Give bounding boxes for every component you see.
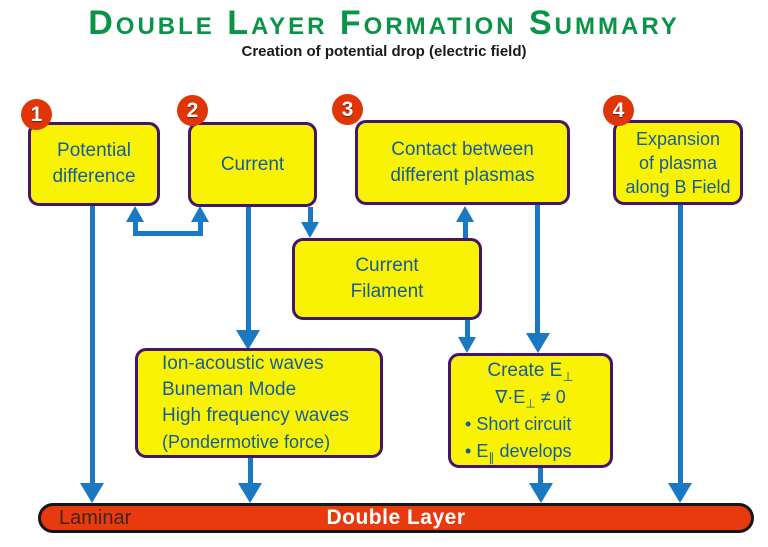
box-current-filament: Current Filament [292,238,482,320]
box-line: High frequency waves [162,405,349,426]
efield-bullet-short-circuit: • Short circuit [451,411,610,438]
arrow-line-exchange-horizontal [133,231,203,236]
step-badge-4: 4 [603,95,634,126]
arrow-line-waves-to-bar [248,458,253,485]
arrow-line-filament-to-efield [465,320,470,337]
arrowhead-current-to-filament [301,222,319,238]
box-line: Expansion [635,128,721,149]
box-current: Current [188,122,317,207]
box-line: Buneman Mode [162,379,297,400]
box-waves: Ion-acoustic waves Buneman Mode High fre… [135,348,383,458]
efield-eq-text: ∇·E [495,386,526,407]
arrowhead-current-to-waves [236,330,260,350]
box-line: different plasmas [390,164,535,186]
efield-title-text: Create E [487,359,563,381]
arrowhead-exchange-into-potential [126,206,144,222]
arrow-line-efield-to-bar [538,468,543,485]
box-create-efield: Create E⊥ ∇·E⊥ ≠ 0 • Short circuit • E∥ … [448,353,613,468]
parallel-subscript: ∥ [488,450,495,465]
box-expansion-plasma: Expansion of plasma along B Field [613,120,743,205]
box-potential-difference: Potential difference [28,122,160,206]
efield-equation: ∇·E⊥ ≠ 0 [451,384,610,411]
box-line: Current [355,255,419,276]
arrow-line-expansion-to-bar [678,205,683,485]
step-number: 3 [341,97,354,121]
box-line: Contact between [391,138,534,160]
arrowhead-efield-to-bar [529,483,553,503]
arrow-line-exchange-right [198,220,203,235]
box-line: Potential [57,140,131,161]
page-subtitle: Creation of potential drop (electric fie… [241,43,527,60]
double-layer-label: Double Layer [326,506,466,529]
laminar-label: Laminar [59,507,132,529]
page-title: Double Layer Formation Summary [88,4,680,42]
step-number: 2 [186,98,199,122]
bullet-text: E [471,440,489,461]
arrowhead-filament-to-efield [458,337,476,353]
bullet-text: develops [494,440,572,461]
arrow-line-exchange-left [133,220,138,235]
arrowhead-filament-to-contact [456,206,474,222]
arrowhead-expansion-to-bar [668,483,692,503]
arrow-line-potential-to-bar [90,205,95,485]
efield-title: Create E⊥ [451,357,610,384]
bullet-text: Short circuit [471,413,572,434]
arrow-line-contact-to-efield [535,205,540,333]
step-number: 1 [30,102,43,126]
arrow-line-current-to-filament [308,207,313,223]
box-line: difference [52,166,136,187]
perp-subscript: ⊥ [525,396,536,411]
box-line: of plasma [638,152,718,173]
arrowhead-exchange-into-current [191,206,209,222]
perp-subscript: ⊥ [562,368,574,384]
step-badge-1: 1 [21,99,52,130]
double-layer-bar: Laminar Double Layer [38,503,754,533]
step-badge-3: 3 [332,94,363,125]
arrowhead-potential-to-bar [80,483,104,503]
bullet-icon: • [465,413,472,434]
bullet-icon: • [465,440,472,461]
box-line: Current [220,153,285,175]
arrowhead-waves-to-bar [238,483,262,503]
arrow-line-current-to-waves [246,207,251,332]
step-badge-2: 2 [177,95,208,126]
step-number: 4 [612,98,625,122]
box-line: Ion-acoustic waves [162,353,324,374]
arrowhead-contact-to-efield [526,333,550,353]
arrow-line-filament-to-contact [463,220,468,238]
efield-bullet-epar-develops: • E∥ develops [451,438,610,465]
box-line: along B Field [625,176,731,197]
box-line: Filament [350,281,424,302]
efield-eq-tail: ≠ 0 [535,386,566,407]
box-contact-plasmas: Contact between different plasmas [355,120,570,205]
box-line: (Pondermotive force) [162,432,331,452]
